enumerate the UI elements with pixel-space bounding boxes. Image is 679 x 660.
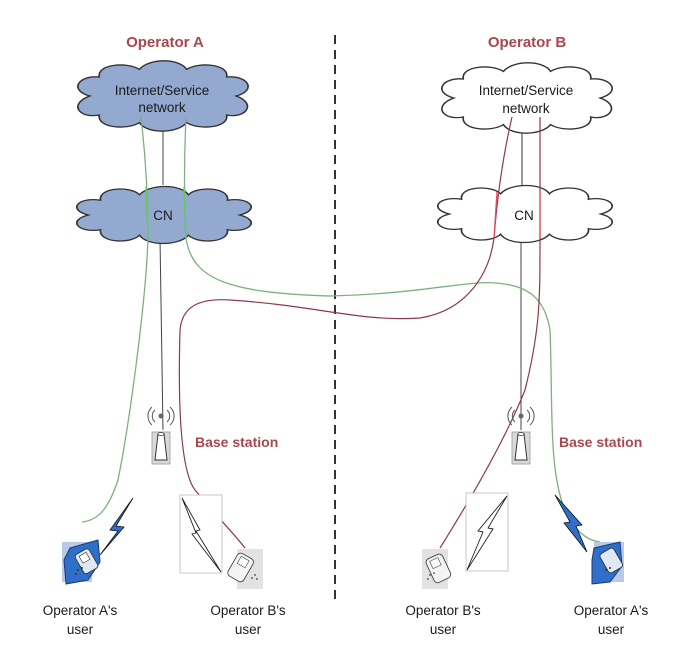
operator-a-title: Operator A — [126, 34, 204, 51]
a-green-segment-2 — [183, 186, 187, 239]
operator-a-internet-label-2: network — [138, 100, 186, 115]
a-green-segment-1 — [145, 186, 149, 239]
a-link-left-user — [81, 116, 149, 523]
a-cn-bs-link — [159, 237, 164, 431]
operator-b-wireless-bolt-icon-left — [179, 494, 223, 574]
operator-b-user-phone-icon-right — [422, 549, 452, 589]
operator-b-internet-label-1: Internet/Service — [479, 83, 574, 98]
operator-b-internet-label-2: network — [502, 101, 550, 116]
operator-b-left-user-label-2: user — [430, 622, 457, 637]
operator-b-base-station-icon — [507, 406, 535, 465]
operator-a-base-station-label: Base station — [195, 434, 278, 450]
operator-b-right-user-label-1: Operator A's — [574, 603, 649, 618]
operator-a-left-user-label-2: user — [67, 622, 94, 637]
operator-a-right-user-label-1: Operator B's — [210, 603, 286, 618]
a-link-roaming — [183, 116, 601, 543]
operator-a-user-phone-icon-right — [591, 541, 624, 585]
operator-a-wireless-bolt-icon — [99, 497, 134, 556]
operator-b-left-user-label-1: Operator B's — [405, 603, 481, 618]
operator-b-cn-label: CN — [514, 208, 534, 223]
operator-b-user-phone-icon-left — [227, 549, 263, 589]
operator-a-wireless-bolt-icon-right — [554, 494, 588, 553]
operator-a-left-user-label-1: Operator A's — [43, 603, 118, 618]
b-link-right-user — [439, 117, 541, 549]
b-red-segment-1 — [493, 191, 498, 239]
b-link-roaming — [178, 116, 513, 549]
operator-b-title: Operator B — [488, 34, 567, 51]
operator-a-base-station-icon — [147, 406, 175, 465]
operator-b-right-user-label-2: user — [598, 622, 625, 637]
operator-b-base-station-label: Base station — [559, 434, 642, 450]
operator-b-internet-cloud — [441, 62, 613, 134]
operator-a-right-user-label-2: user — [235, 622, 262, 637]
operator-a-user-phone-icon — [62, 539, 101, 585]
operator-a-cn-label: CN — [153, 208, 173, 223]
operator-b-wireless-bolt-icon-right — [465, 492, 509, 572]
operator-a-internet-label-1: Internet/Service — [115, 83, 210, 98]
